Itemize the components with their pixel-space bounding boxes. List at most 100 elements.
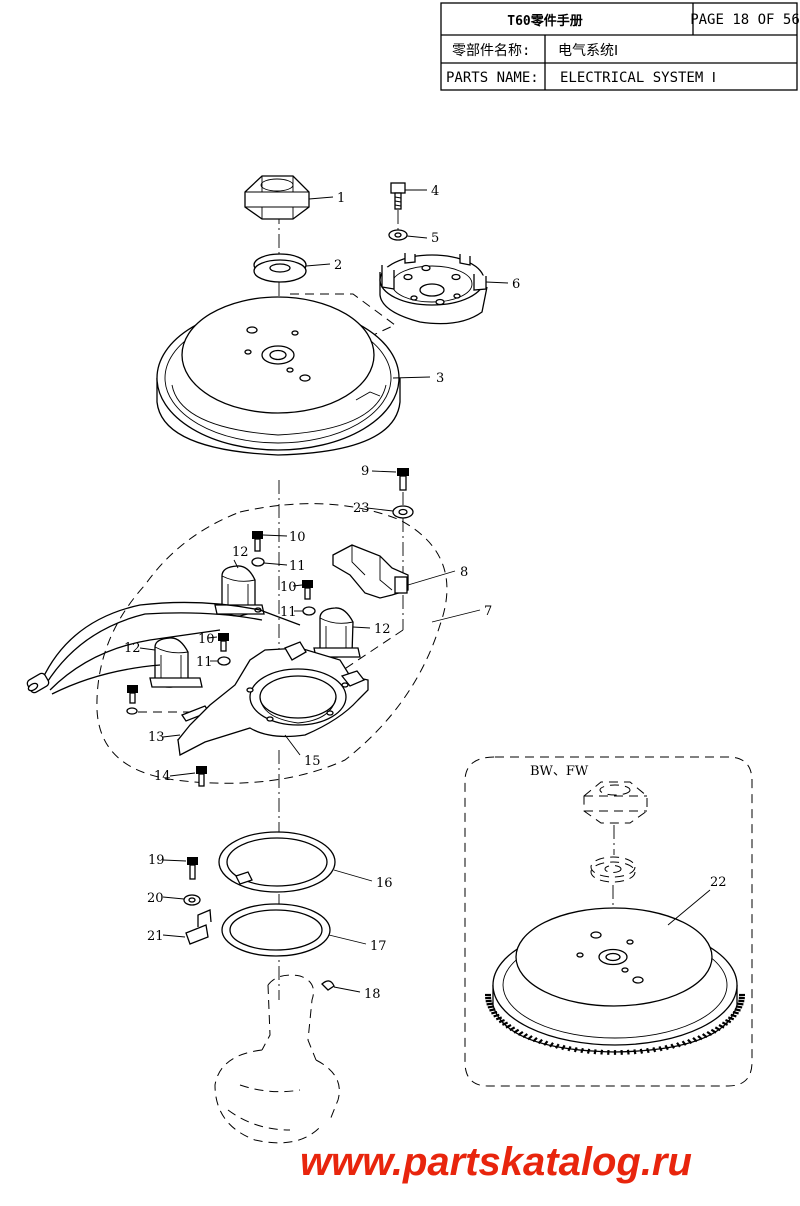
leader-12a — [233, 559, 239, 569]
leader-22 — [667, 889, 711, 926]
leader-8 — [407, 570, 456, 586]
parts-name-label-cn: 零部件名称: — [452, 43, 530, 59]
woodruff-key — [321, 980, 335, 991]
callout-20: 20 — [147, 891, 164, 906]
callout-10c: 10 — [198, 632, 215, 647]
callout-6: 6 — [512, 277, 520, 292]
leader-12b — [352, 626, 371, 629]
leader-12c — [139, 647, 156, 651]
hex-nut — [244, 175, 310, 220]
callout-5: 5 — [431, 231, 439, 246]
retaining-ring — [218, 831, 336, 893]
stator-assembly-boundary — [96, 503, 448, 784]
ring-gear-teeth — [485, 993, 745, 1055]
callout-1: 1 — [337, 191, 345, 206]
page-number: PAGE 18 OF 56 — [690, 12, 800, 28]
callout-3: 3 — [436, 371, 444, 386]
washer-11-right — [302, 606, 316, 616]
wiring-harness — [26, 601, 301, 695]
callout-19: 19 — [148, 853, 165, 868]
stator-base-plate — [177, 641, 369, 757]
spacer-ring — [221, 903, 331, 957]
callout-11b: 11 — [280, 605, 297, 620]
callout-18: 18 — [364, 987, 381, 1002]
bolt-small — [390, 182, 406, 210]
pulser-coil — [332, 544, 409, 599]
parts-name-value-cn: 电气系统Ⅰ — [558, 43, 618, 59]
flat-washer — [253, 253, 307, 283]
parts-name-value-en: ELECTRICAL SYSTEM Ⅰ — [560, 70, 716, 86]
manual-title: T60零件手册 — [507, 13, 582, 29]
callout-4: 4 — [431, 184, 439, 199]
charge-coil-upper — [214, 565, 265, 617]
leader-10b — [292, 584, 303, 587]
washer-23 — [392, 505, 414, 519]
variant-label: BW、FW — [530, 764, 589, 779]
callout-2: 2 — [334, 258, 342, 273]
charge-coil-left — [149, 637, 203, 688]
variant-inset-box — [464, 756, 753, 1087]
assembly-line-pulser — [339, 629, 404, 673]
flywheel — [156, 296, 401, 456]
leader-11a — [263, 562, 288, 566]
callout-11a: 11 — [289, 559, 306, 574]
leader-2 — [305, 263, 331, 267]
callout-11c: 11 — [196, 655, 213, 670]
spring-washer-small — [388, 229, 408, 241]
leader-20 — [162, 896, 185, 900]
callout-8: 8 — [460, 565, 468, 580]
callout-10b: 10 — [280, 580, 297, 595]
screw-stator-left — [126, 685, 138, 715]
leader-1 — [308, 196, 334, 200]
leader-10a — [262, 534, 288, 537]
inset-washer — [590, 856, 636, 883]
callout-9: 9 — [361, 464, 369, 479]
screw-10-right — [302, 580, 313, 600]
leader-5 — [406, 235, 428, 239]
callout-10a: 10 — [289, 530, 306, 545]
inset-hex-nut — [583, 781, 648, 824]
crankshaft-phantom — [214, 974, 340, 1144]
parts-name-label-en: PARTS NAME: — [446, 70, 539, 86]
screw-10-upper — [252, 531, 263, 552]
leader-15 — [284, 734, 301, 756]
callout-12a: 12 — [232, 545, 249, 560]
bolt-9 — [397, 468, 409, 491]
callout-14: 14 — [154, 769, 171, 784]
header-table: T60零件手册 PAGE 18 OF 56 零部件名称: 电气系统Ⅰ PARTS… — [440, 2, 800, 91]
leader-9 — [371, 470, 397, 473]
callout-23: 23 — [353, 501, 370, 516]
leader-21 — [162, 934, 186, 938]
leader-16 — [333, 869, 373, 882]
callout-13: 13 — [148, 730, 165, 745]
callout-15: 15 — [304, 754, 321, 769]
bracket-21 — [185, 909, 212, 945]
leader-17 — [328, 934, 367, 945]
callout-17: 17 — [370, 939, 387, 954]
callout-22: 22 — [710, 875, 727, 890]
callout-12b: 12 — [374, 622, 391, 637]
screw-14 — [196, 766, 207, 787]
leader-3 — [392, 376, 431, 379]
washer-11-upper — [251, 557, 265, 567]
leader-6 — [485, 281, 509, 284]
leader-18 — [333, 986, 361, 993]
inset-flywheel-ring-gear — [485, 907, 745, 1055]
callout-7: 7 — [484, 604, 492, 619]
leader-7 — [431, 609, 481, 623]
leader-19 — [162, 859, 187, 862]
watermark: www.partskatalog.ru — [300, 1140, 692, 1184]
washer-11-left — [217, 656, 231, 666]
leader-10c — [207, 636, 218, 639]
leader-13 — [162, 734, 181, 738]
leader-14 — [169, 772, 196, 777]
screw-19 — [187, 857, 198, 880]
screw-10-left — [218, 633, 229, 652]
washer-20 — [183, 894, 201, 906]
leader-23 — [366, 507, 394, 512]
starter-pulley — [379, 253, 488, 325]
callout-21: 21 — [147, 929, 164, 944]
charge-coil-right — [313, 607, 361, 658]
callout-16: 16 — [376, 876, 393, 891]
